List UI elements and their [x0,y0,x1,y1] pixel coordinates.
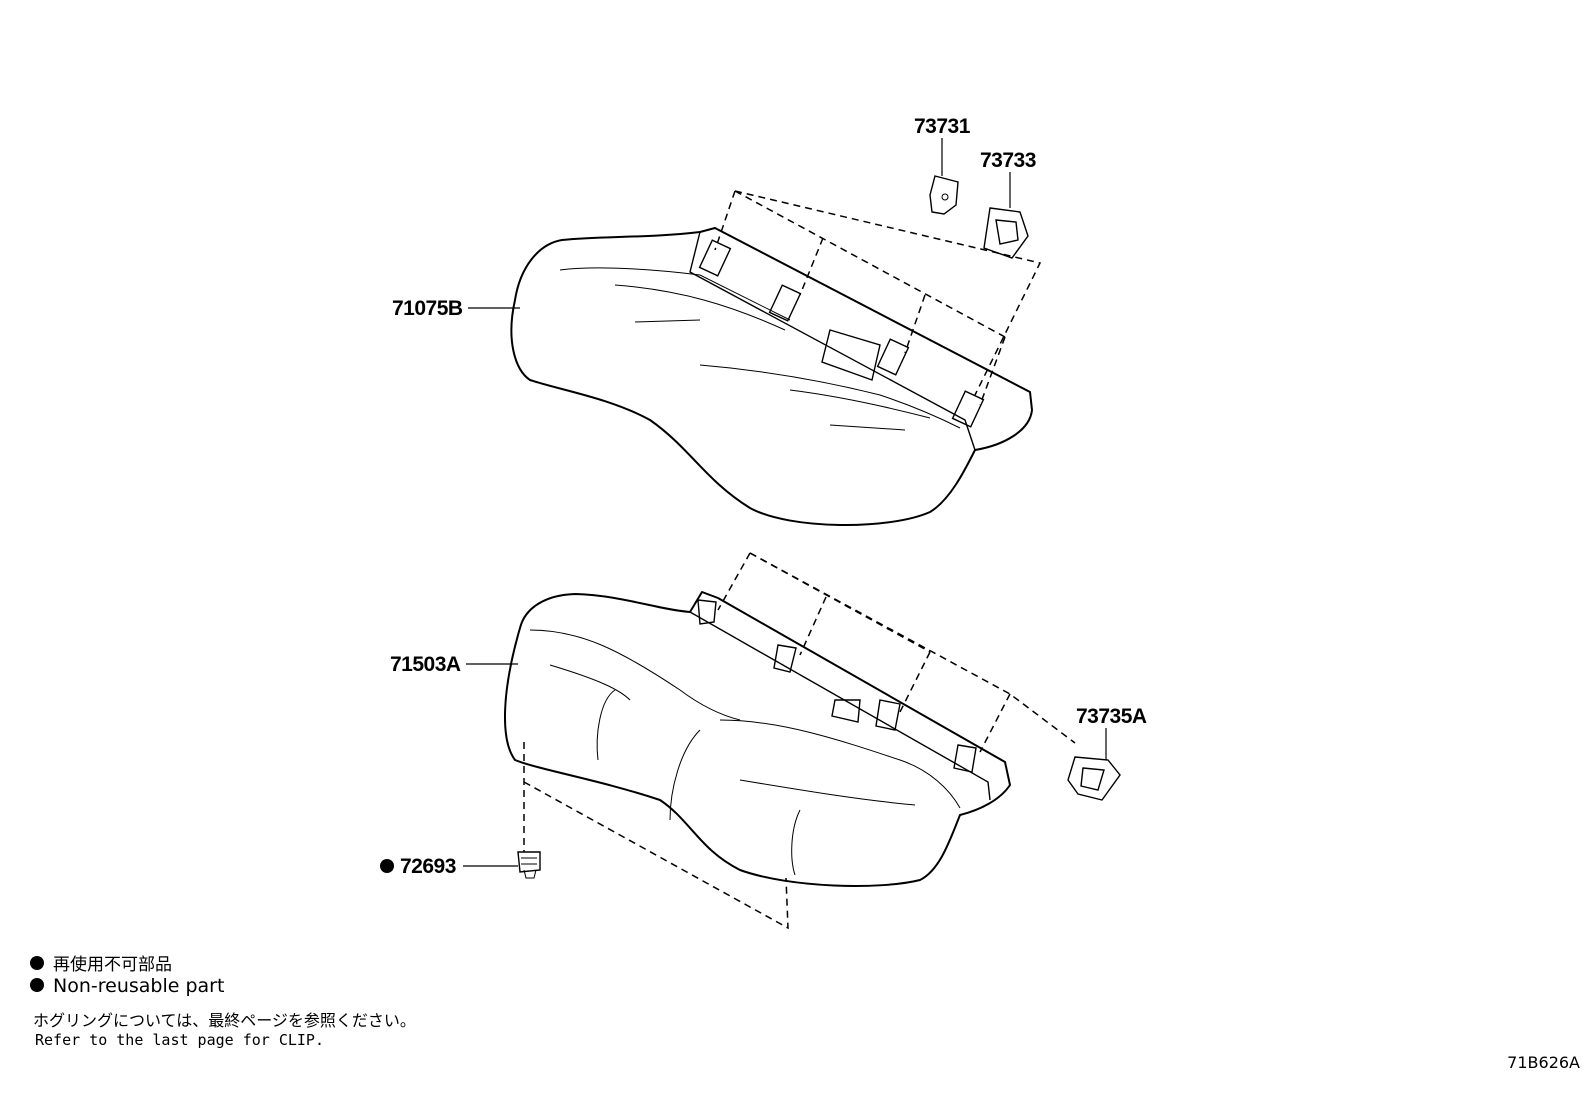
non-reusable-bullet-icon [380,859,394,873]
legend-nonreusable-en: Non-reusable part [30,975,224,997]
part-label-73731[interactable]: 73731 [914,115,971,138]
clip-73731-drawing [929,138,959,215]
illustration-id: 71B626A [1507,1053,1580,1072]
part-label-71503a[interactable]: 71503A [390,653,461,676]
legend-en-text: Non-reusable part [53,975,225,997]
part-label-73733[interactable]: 73733 [980,149,1036,172]
legend-nonreusable-jp: 再使用不可部品 [30,950,172,975]
bullet-icon [30,956,44,970]
seat-cover-71075b-drawing [510,190,1042,526]
retainer-73735a-drawing [1067,728,1121,801]
part-label-72693[interactable]: 72693 [400,855,456,878]
part-label-71075b[interactable]: 71075B [392,297,463,320]
bullet-icon [30,977,44,992]
legend-clip-note-jp: ホグリングについては、最終ページを参照ください。 [33,1011,416,1030]
legend-clip-note-en: Refer to the last page for CLIP. [35,1031,324,1049]
retainer-73733-drawing [983,172,1029,259]
clip-72693-drawing [517,851,541,879]
seat-cushion-71503a-drawing [504,552,1076,930]
legend-jp-text: 再使用不可部品 [53,955,172,975]
part-label-73735a[interactable]: 73735A [1076,705,1147,728]
